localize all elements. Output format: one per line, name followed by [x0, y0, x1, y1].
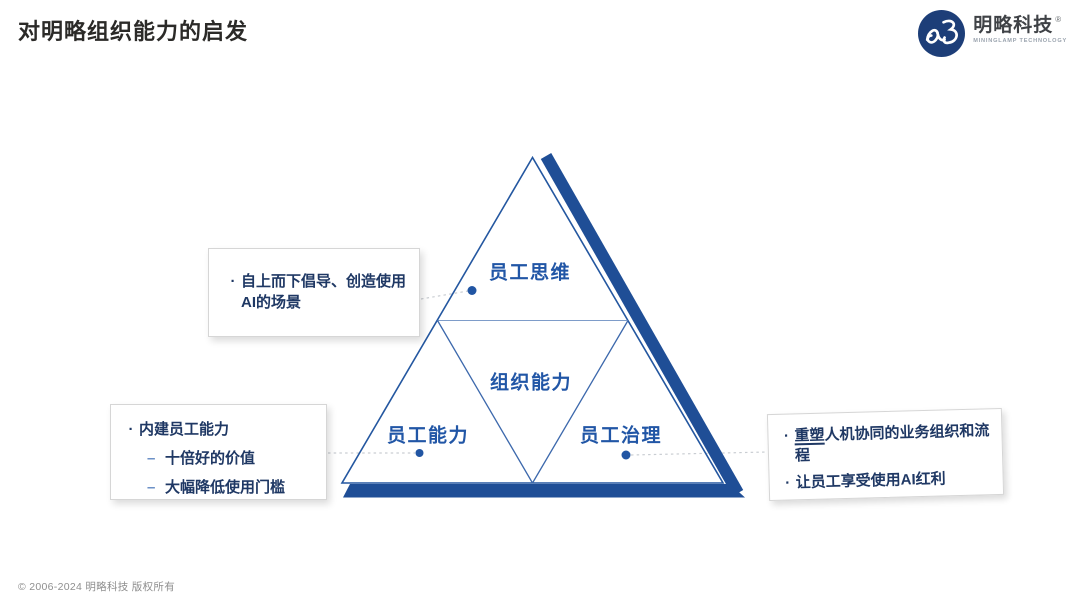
registered-mark: ® [1055, 15, 1062, 24]
callout-bottom-left-item: 十倍好的价值 [165, 450, 256, 467]
callout-top-left: · 自上而下倡导、创造使用AI的场景 [208, 248, 420, 337]
brand-name: 明略科技 [973, 15, 1054, 36]
pyramid-label-bottom-left: 员工能力 [386, 425, 470, 447]
dash-bullet-icon: – [147, 450, 156, 467]
inner-left-line [436, 320, 534, 484]
bullet-icon: · [128, 421, 134, 438]
brand-logo: 明略科技 ® MININGLAMP TECHNOLOGY [918, 10, 1067, 57]
dash-bullet-icon: – [147, 479, 156, 496]
inner-right-line [531, 320, 629, 484]
footer-copyright: © 2006-2024 明略科技 版权所有 [18, 581, 176, 593]
callout-top-left-text: 自上而下倡导、创造使用AI的场景 [241, 273, 407, 311]
bullet-icon: · [230, 273, 236, 290]
page-title: 对明略组织能力的启发 [18, 19, 249, 44]
callout-right-item-1-underline: 重塑 [794, 426, 825, 445]
callout-bottom-left: · 内建员工能力 – 十倍好的价值 – 大幅降低使用门槛 [110, 404, 327, 500]
callout-right-item-1-rest: 人机协同的业务组织和流程 [794, 422, 990, 465]
bullet-icon: · [783, 427, 790, 445]
callout-right-item-1: 重塑人机协同的业务组织和流程 [794, 421, 996, 466]
callout-right-item-2: 让员工享受使用AI红利 [795, 470, 946, 492]
bottom-accent-bar [343, 484, 745, 498]
connector-lines [328, 290, 768, 456]
callout-right: · 重塑人机协同的业务组织和流程 · 让员工享受使用AI红利 [766, 407, 1005, 502]
brand-logo-icon [918, 10, 966, 57]
bullet-icon: · [784, 474, 791, 492]
right-accent-stroke [540, 153, 744, 496]
pyramid-label-center: 组织能力 [489, 372, 573, 394]
callout-bottom-left-item: 大幅降低使用门槛 [165, 479, 286, 496]
callout-bottom-left-title: 内建员工能力 [139, 421, 230, 438]
brand-subtitle: MININGLAMP TECHNOLOGY [973, 38, 1067, 44]
pyramid-label-top: 员工思维 [488, 262, 572, 284]
pyramid-label-bottom-right: 员工治理 [579, 425, 663, 447]
brand-logo-text: 明略科技 ® MININGLAMP TECHNOLOGY [973, 10, 1067, 44]
connector-dots [415, 286, 631, 460]
